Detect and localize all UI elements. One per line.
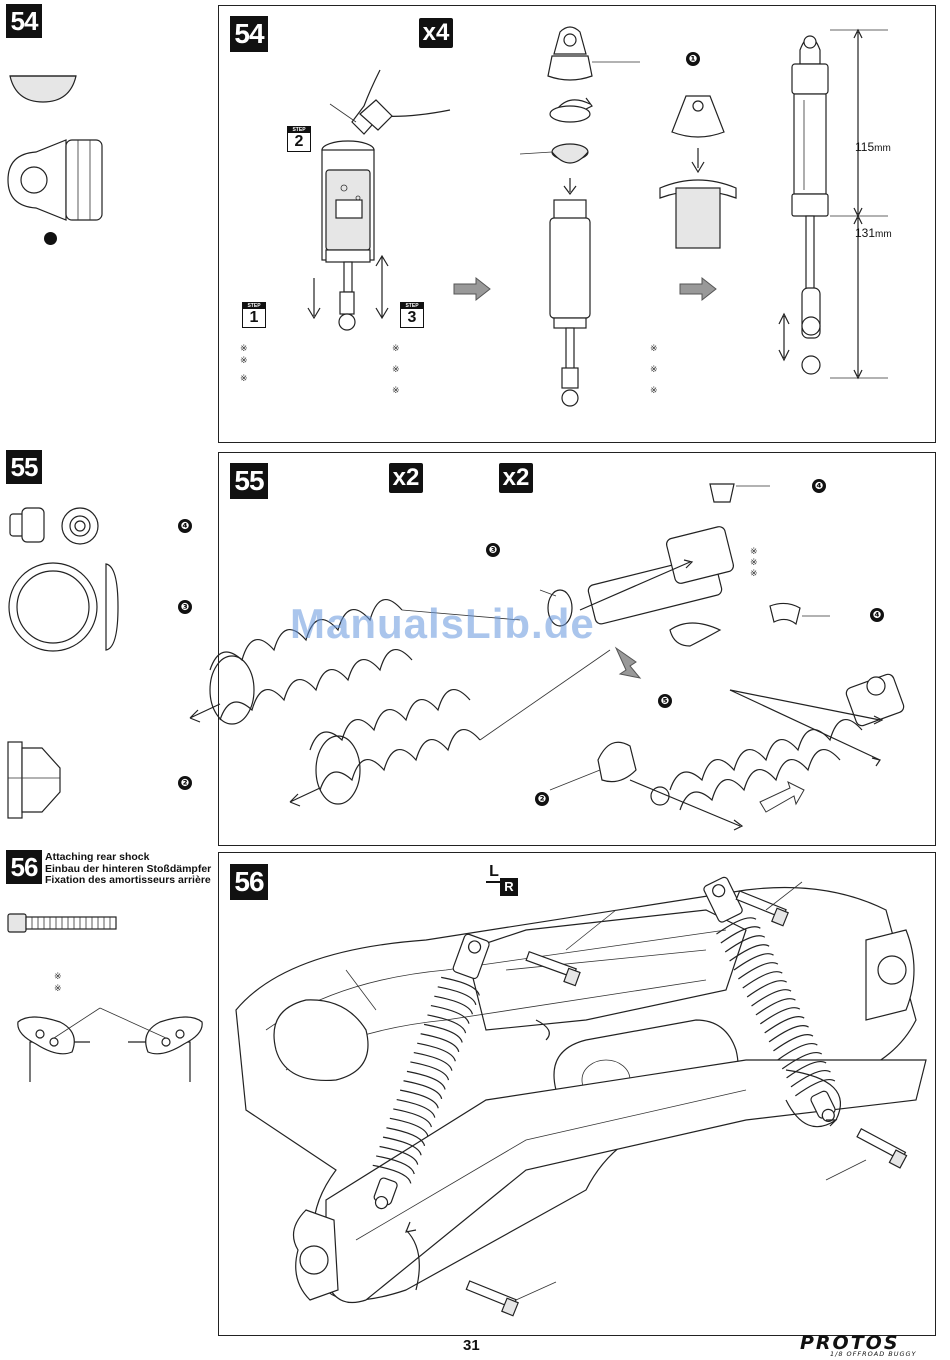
- springs-assembly-illustration: [190, 490, 930, 840]
- cap-screw-part: [6, 912, 118, 934]
- step-56-titles: Attaching rear shock Einbau der hinteren…: [45, 852, 211, 887]
- part-number-4-panel-a: ❹: [812, 479, 826, 493]
- step-56-side-badge: 56: [6, 850, 42, 884]
- assembled-shock-dimension-illustration: [770, 20, 920, 390]
- cap-pressing-detail-illustration: [656, 92, 746, 252]
- rear-chassis-shock-install-illustration: [226, 870, 928, 1330]
- page-number: 31: [463, 1337, 480, 1354]
- note-list-step55: ※※※: [750, 546, 758, 579]
- note-list-substep1: ※※※: [240, 342, 248, 384]
- step-55-side-badge: 55: [6, 450, 42, 484]
- shock-oil-filling-illustration: [300, 70, 450, 350]
- quantity-x2-badge-b: x2: [499, 463, 533, 493]
- process-arrow-icon: [680, 278, 718, 300]
- step-54-panel-badge: 54: [230, 16, 268, 52]
- protos-logo: PROTOS 1/8 OFFROAD BUGGY: [800, 1336, 940, 1360]
- dimension-115mm: 115mm: [855, 140, 891, 154]
- part-number-2-panel: ❷: [535, 792, 549, 806]
- spring-retainer-part: [6, 504, 106, 548]
- part-number-3-panel: ❸: [486, 543, 500, 557]
- note-list-step56: ※※: [54, 970, 62, 994]
- part-number-1: ❶: [686, 52, 700, 66]
- manualslib-watermark: ManualsLib.de: [290, 600, 595, 648]
- part-number-4-panel-b: ❹: [870, 608, 884, 622]
- part-number-5: ❺: [658, 694, 672, 708]
- title-english: Attaching rear shock: [45, 852, 211, 864]
- shock-tower-mount-detail: [10, 1002, 210, 1092]
- process-arrow-icon: [454, 278, 492, 300]
- quantity-x2-badge-a: x2: [389, 463, 423, 493]
- dimension-131mm: 131mm: [855, 226, 892, 240]
- note-list-substep3: ※※※: [392, 342, 400, 396]
- step-54-side-badge: 54: [6, 4, 42, 38]
- shock-cap-assembly-illustration: [540, 22, 660, 422]
- shock-top-cap-part: [6, 136, 106, 226]
- part-dot-marker: [44, 232, 57, 245]
- title-french: Fixation des amortisseurs arrière: [45, 875, 211, 887]
- lower-spring-cup-part: [6, 738, 66, 822]
- quantity-x4-badge: x4: [419, 18, 453, 48]
- spring-collar-part: [6, 560, 126, 654]
- shock-cap-seal-part: [8, 72, 80, 108]
